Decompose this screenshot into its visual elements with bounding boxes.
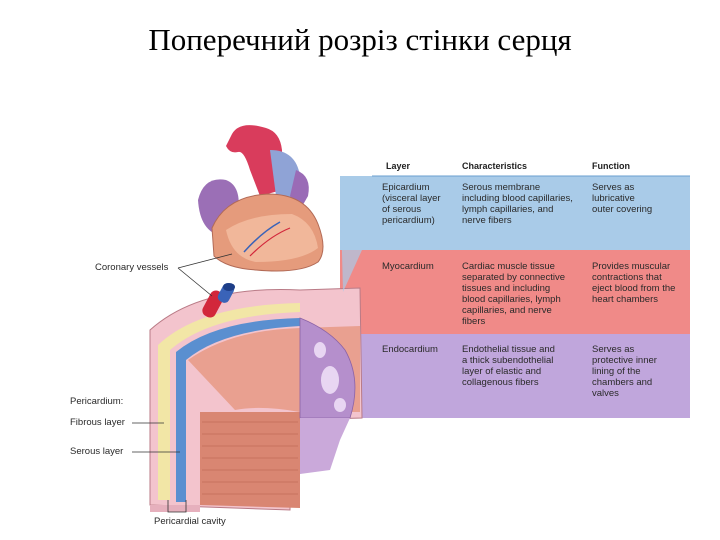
myocardium-band: [340, 250, 690, 334]
row-endocardium-characteristics: Endothelial tissue and a thick subendoth…: [462, 344, 555, 388]
coronary-vessel: [202, 283, 235, 318]
header-function: Function: [592, 161, 630, 171]
slide-title: Поперечний розріз стінки серця: [148, 22, 572, 57]
row-epicardium-layer: Epicardium (visceral layer of serous per…: [382, 182, 441, 226]
row-epicardium-function: Serves as lubricative outer covering: [592, 182, 653, 215]
endocardium-band: [340, 334, 690, 418]
epicardium-band: [340, 176, 690, 250]
pericardial-cavity: [150, 505, 200, 512]
coronary-leader-1: [177, 253, 233, 269]
coronary-leader-2: [177, 267, 213, 297]
label-fibrous-layer: Fibrous layer: [70, 417, 125, 428]
heart-illustration: [198, 125, 324, 272]
label-coronary-vessels: Coronary vessels: [95, 262, 169, 273]
row-endocardium-function: Serves as protective inner lining of the…: [592, 344, 657, 399]
myocardium-front: [200, 412, 300, 508]
endocardium-lower: [300, 418, 350, 474]
cavity-bracket: [167, 500, 187, 513]
header-layer: Layer: [386, 161, 411, 171]
label-serous-layer: Serous layer: [70, 446, 124, 457]
wall-section: [149, 287, 363, 512]
row-myocardium-layer: Myocardium: [382, 261, 434, 272]
aorta: [226, 125, 282, 196]
row-endocardium-layer: Endocardium: [382, 344, 438, 355]
row-epicardium-characteristics: Serous membrane including blood capillar…: [462, 182, 573, 226]
label-pericardial-cavity: Pericardial cavity: [154, 516, 226, 527]
row-myocardium-characteristics: Cardiac muscle tissue separated by conne…: [462, 261, 565, 327]
row-myocardium-function: Provides muscular contractions that ejec…: [592, 261, 676, 305]
label-pericardium: Pericardium:: [70, 396, 124, 407]
header-characteristics: Characteristics: [462, 161, 528, 171]
callout-wedge: [340, 176, 362, 292]
